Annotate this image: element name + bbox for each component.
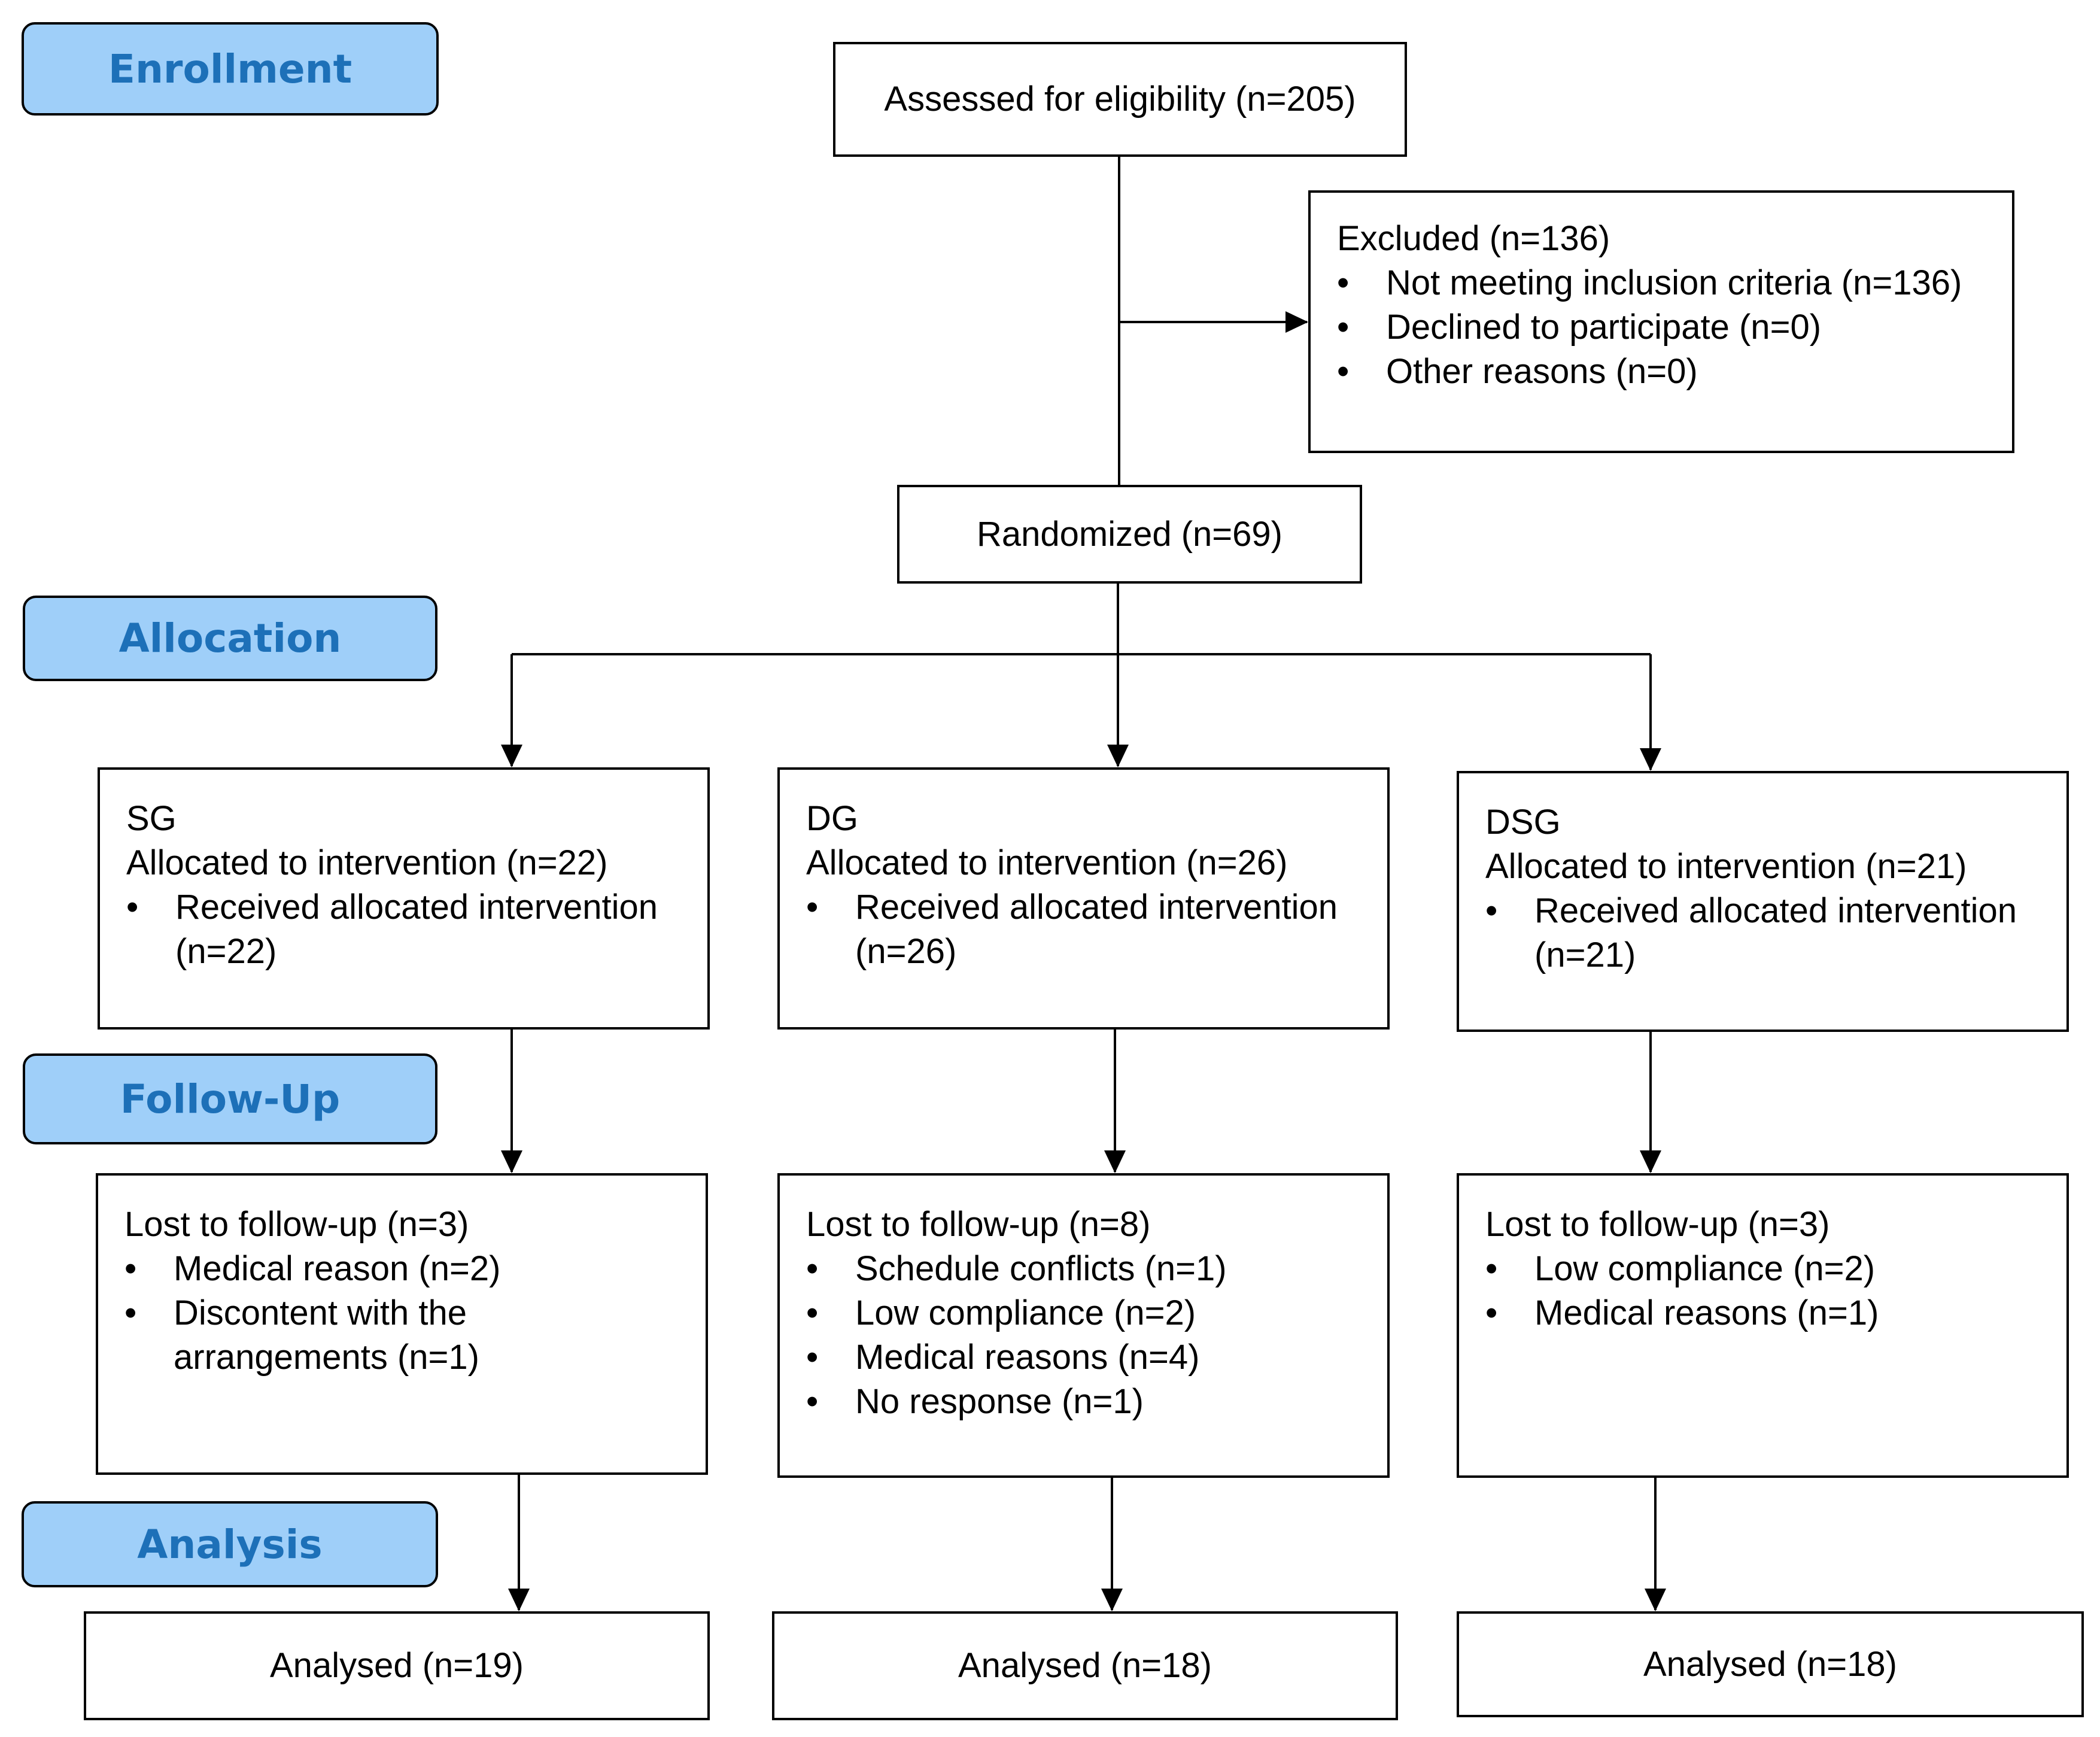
lost-list: Schedule conflicts (n=1) Low compliance … [806, 1247, 1363, 1424]
allocated-text: Allocated to intervention (n=26) [806, 843, 1288, 882]
lost-item: Schedule conflicts (n=1) [806, 1247, 1363, 1291]
excluded-box: Excluded (n=136) Not meeting inclusion c… [1308, 190, 2014, 453]
dg-followup-box: Lost to follow-up (n=8) Schedule conflic… [777, 1173, 1390, 1478]
assessed-box: Assessed for eligibility (n=205) [833, 42, 1407, 157]
allocated-text: Allocated to intervention (n=22) [126, 843, 608, 882]
received-item: Received allocated intervention (n=26) [806, 885, 1363, 974]
stage-label-allocation: Allocation [23, 596, 437, 681]
stage-label-enrollment: Enrollment [22, 22, 439, 116]
lost-list: Medical reason (n=2) Discontent with the… [124, 1247, 682, 1380]
lost-item: Discontent with the arrangements (n=1) [124, 1291, 509, 1380]
allocation-list: Received allocated intervention (n=21) [1485, 889, 2043, 977]
randomized-box: Randomized (n=69) [897, 485, 1362, 584]
lost-item: No response (n=1) [806, 1380, 1363, 1424]
excluded-list: Not meeting inclusion criteria (n=136) D… [1337, 261, 1988, 394]
lost-item: Low compliance (n=2) [806, 1291, 1363, 1335]
dg-analysed-box: Analysed (n=18) [772, 1611, 1398, 1720]
group-name: SG [126, 799, 177, 838]
dsg-allocation-box: DSG Allocated to intervention (n=21) Rec… [1457, 771, 2069, 1032]
stage-label-follow-up: Follow-Up [23, 1053, 437, 1144]
received-text: Received allocated intervention [1534, 891, 2017, 930]
received-count: (n=22) [175, 932, 277, 971]
group-name: DG [806, 799, 858, 838]
dsg-followup-box: Lost to follow-up (n=3) Low compliance (… [1457, 1173, 2069, 1478]
group-name: DSG [1485, 803, 1561, 842]
excluded-item: Not meeting inclusion criteria (n=136) [1337, 261, 1988, 305]
lost-title: Lost to follow-up (n=3) [124, 1205, 469, 1244]
excluded-item: Declined to participate (n=0) [1337, 305, 1988, 350]
lost-item: Medical reasons (n=4) [806, 1335, 1363, 1380]
received-item: Received allocated intervention (n=21) [1485, 889, 2043, 977]
lost-item: Medical reasons (n=1) [1485, 1291, 2043, 1335]
lost-title: Lost to follow-up (n=8) [806, 1205, 1151, 1244]
lost-item: Low compliance (n=2) [1485, 1247, 2043, 1291]
sg-followup-box: Lost to follow-up (n=3) Medical reason (… [96, 1173, 708, 1475]
dsg-analysed-box: Analysed (n=18) [1457, 1611, 2084, 1717]
lost-list: Low compliance (n=2) Medical reasons (n=… [1485, 1247, 2043, 1335]
received-text: Received allocated intervention [855, 888, 1338, 927]
received-item: Received allocated intervention (n=22) [126, 885, 683, 974]
received-text: Received allocated intervention [175, 888, 658, 927]
allocation-list: Received allocated intervention (n=26) [806, 885, 1363, 974]
received-count: (n=26) [855, 932, 957, 971]
excluded-title: Excluded (n=136) [1337, 219, 1610, 258]
stage-label-analysis: Analysis [22, 1501, 438, 1587]
sg-allocation-box: SG Allocated to intervention (n=22) Rece… [98, 767, 710, 1030]
sg-analysed-box: Analysed (n=19) [84, 1611, 710, 1720]
dg-allocation-box: DG Allocated to intervention (n=26) Rece… [777, 767, 1390, 1030]
received-count: (n=21) [1534, 936, 1636, 974]
allocation-list: Received allocated intervention (n=22) [126, 885, 683, 974]
lost-item: Medical reason (n=2) [124, 1247, 682, 1291]
lost-title: Lost to follow-up (n=3) [1485, 1205, 1830, 1244]
allocated-text: Allocated to intervention (n=21) [1485, 847, 1967, 886]
excluded-item: Other reasons (n=0) [1337, 350, 1988, 394]
